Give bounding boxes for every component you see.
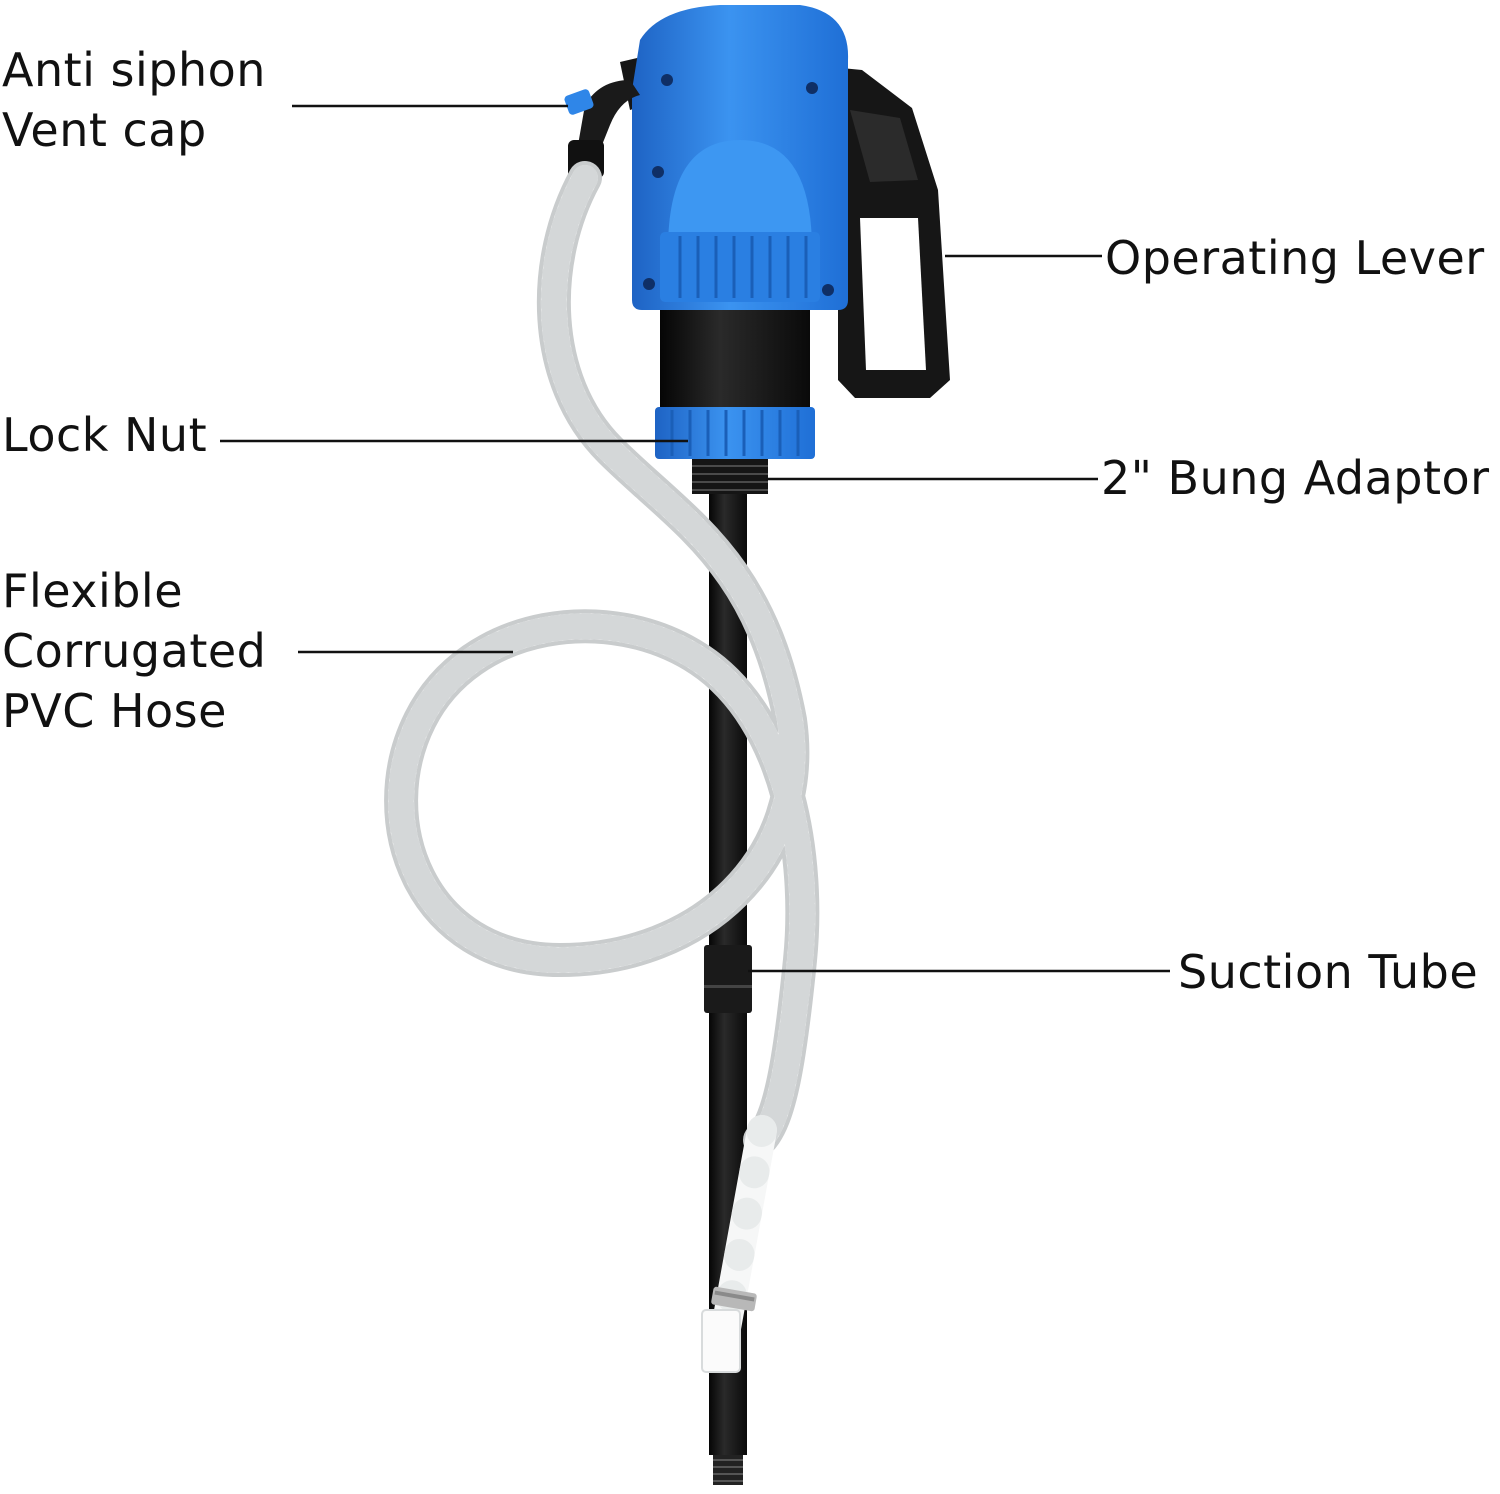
label-anti-siphon-line2: Vent cap: [2, 103, 207, 157]
label-lock-nut: Lock Nut: [2, 408, 208, 462]
operating-lever: [620, 55, 950, 398]
label-suction-tube: Suction Tube: [1178, 945, 1479, 999]
bung-adaptor: [692, 458, 768, 494]
label-anti-siphon-line1: Anti siphon: [2, 43, 266, 97]
label-bung-adaptor: 2" Bung Adaptor: [1101, 451, 1490, 505]
label-flexible-hose-line3: PVC Hose: [2, 684, 227, 738]
pump-head: [632, 5, 849, 310]
hose-end: [701, 1309, 741, 1373]
leader-lines: [220, 104, 1170, 973]
pump-cylinder: [660, 300, 810, 415]
label-anti-siphon-vent-cap: Anti siphon Vent cap: [2, 40, 266, 160]
anti-siphon-vent-cap: [564, 80, 640, 178]
hose-clamp: [711, 1286, 757, 1312]
label-flexible-hose-line2: Corrugated: [2, 624, 267, 678]
label-flexible-hose: Flexible Corrugated PVC Hose: [2, 561, 266, 741]
label-flexible-hose-line1: Flexible: [2, 564, 184, 618]
lock-nut: [655, 407, 815, 459]
label-operating-lever: Operating Lever: [1105, 231, 1485, 285]
